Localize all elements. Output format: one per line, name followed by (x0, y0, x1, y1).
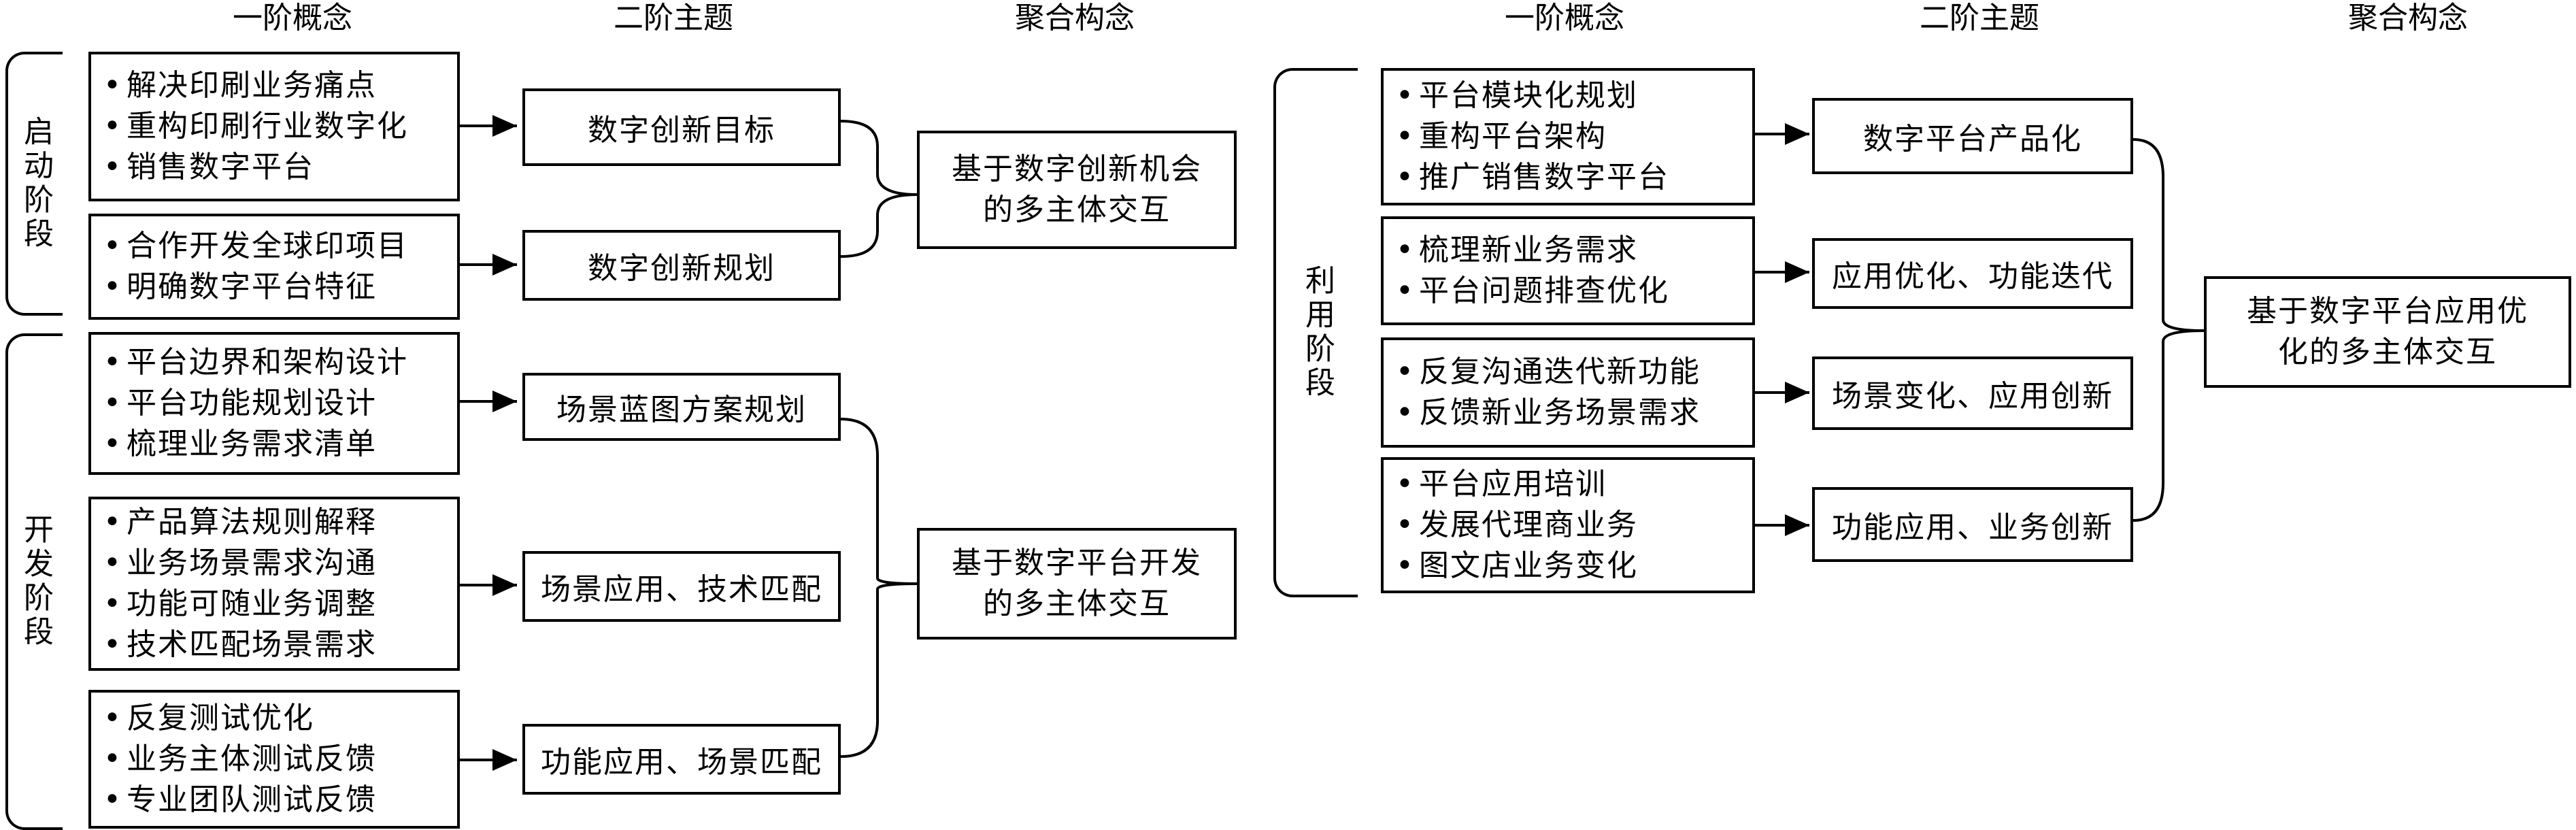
concept-box-right-3: 反复沟通迭代新功能 反馈新业务场景需求 (1381, 337, 1755, 448)
concept-item: 平台模块化规划 (1396, 76, 1752, 116)
header-right-theme: 二阶主题 (1920, 1, 2039, 35)
concept-box-left-5: 反复测试优化 业务主体测试反馈 专业团队测试反馈 (88, 690, 460, 829)
concept-item: 产品算法规则解释 (103, 502, 457, 543)
aggregate-box-right: 基于数字平台应用优化的多主体交互 (2204, 276, 2571, 388)
concept-box-left-2: 合作开发全球印项目 明确数字平台特征 (88, 214, 460, 320)
concept-item: 梳理新业务需求 (1396, 230, 1752, 271)
header-left-agg: 聚合构念 (1015, 1, 1135, 35)
concept-item: 反复沟通迭代新功能 (1396, 352, 1752, 393)
concept-item: 明确数字平台特征 (103, 267, 457, 308)
concept-item: 发展代理商业务 (1396, 505, 1752, 546)
concept-item: 业务主体测试反馈 (103, 739, 457, 780)
aggregate-box-left-2: 基于数字平台开发的多主体交互 (917, 528, 1237, 640)
header-left-concept: 一阶概念 (233, 1, 352, 35)
concept-item: 反馈新业务场景需求 (1396, 393, 1752, 433)
stage-use-label: 利用阶段 (1300, 265, 1335, 401)
concept-box-left-1: 解决印刷业务痛点 重构印刷行业数字化 销售数字平台 (88, 52, 460, 201)
concept-box-left-3: 平台边界和架构设计 平台功能规划设计 梳理业务需求清单 (88, 332, 460, 475)
theme-box-right-1: 数字平台产品化 (1812, 98, 2133, 174)
concept-item: 推广销售数字平台 (1396, 157, 1752, 198)
concept-item: 梳理业务需求清单 (103, 424, 457, 465)
header-right-agg: 聚合构念 (2348, 1, 2468, 35)
concept-item: 平台功能规划设计 (103, 383, 457, 424)
stage-start: 启动阶段 (5, 52, 63, 316)
concept-item: 反复测试优化 (103, 698, 457, 739)
concept-item: 专业团队测试反馈 (103, 780, 457, 820)
stage-use: 利用阶段 (1273, 68, 1358, 597)
concept-item: 平台应用培训 (1396, 464, 1752, 505)
concept-box-right-4: 平台应用培训 发展代理商业务 图文店业务变化 (1381, 457, 1755, 593)
theme-box-right-3: 场景变化、应用创新 (1812, 356, 2133, 430)
aggregate-box-left-1: 基于数字创新机会的多主体交互 (917, 131, 1237, 249)
stage-start-label: 启动阶段 (18, 116, 53, 252)
concept-item: 销售数字平台 (103, 147, 457, 188)
header-right-concept: 一阶概念 (1505, 1, 1624, 35)
concept-box-left-4: 产品算法规则解释 业务场景需求沟通 功能可随业务调整 技术匹配场景需求 (88, 497, 460, 671)
concept-box-right-1: 平台模块化规划 重构平台架构 推广销售数字平台 (1381, 68, 1755, 205)
concept-item: 平台问题排查优化 (1396, 271, 1752, 312)
concept-item: 技术匹配场景需求 (103, 625, 457, 665)
concept-item: 平台边界和架构设计 (103, 342, 457, 383)
theme-box-left-5: 功能应用、场景匹配 (522, 724, 841, 795)
concept-item: 解决印刷业务痛点 (103, 65, 457, 106)
concept-item: 图文店业务变化 (1396, 546, 1752, 586)
theme-box-left-2: 数字创新规划 (522, 230, 841, 301)
concept-box-right-2: 梳理新业务需求 平台问题排查优化 (1381, 216, 1755, 325)
concept-item: 业务场景需求沟通 (103, 543, 457, 584)
concept-item: 重构印刷行业数字化 (103, 106, 457, 147)
concept-item: 合作开发全球印项目 (103, 226, 457, 267)
theme-box-left-3: 场景蓝图方案规划 (522, 373, 841, 441)
stage-develop: 开发阶段 (5, 333, 63, 830)
theme-box-right-4: 功能应用、业务创新 (1812, 487, 2133, 562)
theme-box-left-4: 场景应用、技术匹配 (522, 551, 841, 622)
theme-box-right-2: 应用优化、功能迭代 (1812, 238, 2133, 309)
concept-item: 重构平台架构 (1396, 116, 1752, 157)
theme-box-left-1: 数字创新目标 (522, 88, 841, 166)
concept-item: 功能可随业务调整 (103, 584, 457, 625)
header-left-theme: 二阶主题 (614, 1, 733, 35)
stage-develop-label: 开发阶段 (18, 514, 53, 650)
